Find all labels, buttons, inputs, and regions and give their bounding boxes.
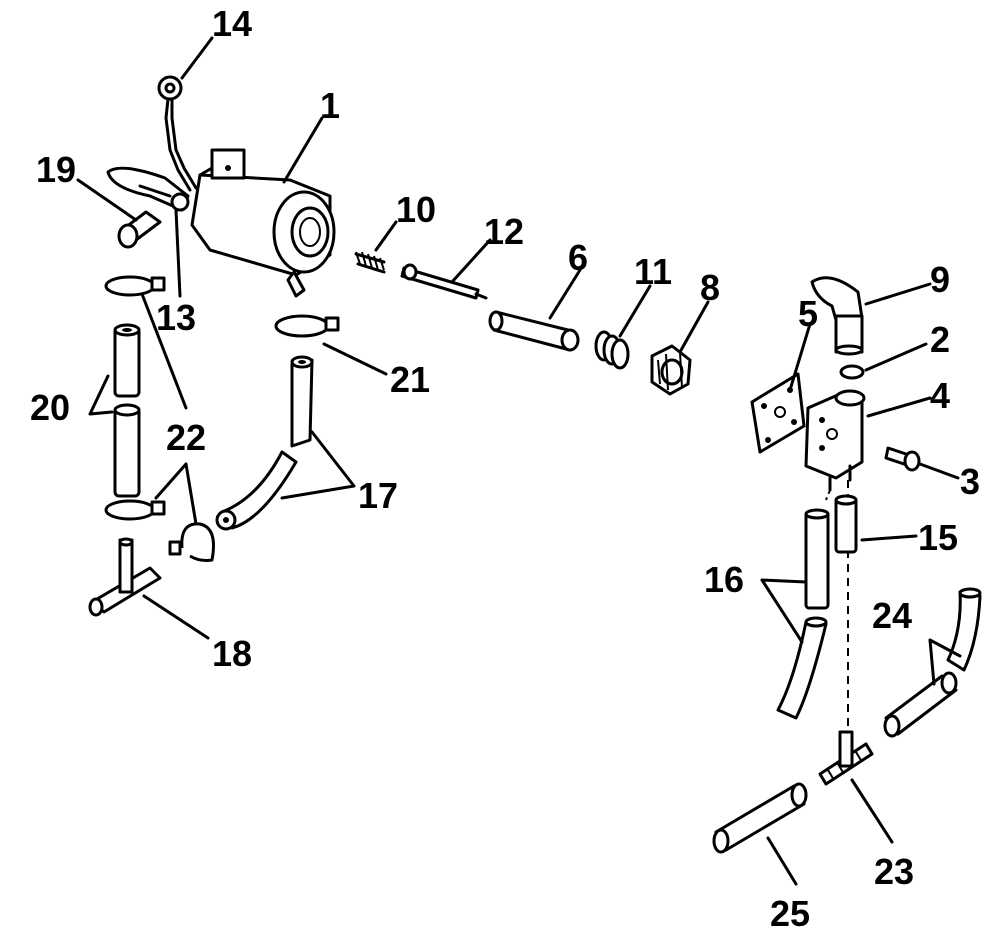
leader-lines [76, 36, 962, 886]
leader-1 [282, 116, 324, 184]
bracket-part [106, 166, 190, 212]
leader-24 [928, 638, 962, 686]
leader-22b [154, 462, 198, 526]
leader-18 [142, 594, 210, 640]
leader-12 [450, 238, 492, 284]
leader-9 [864, 282, 932, 306]
tee-fitting-part-23 [818, 730, 874, 786]
valve-handle-part-9 [810, 276, 864, 356]
label-12: 12 [484, 211, 524, 252]
label-25: 25 [770, 893, 810, 934]
leader-20 [88, 374, 114, 416]
label-8: 8 [700, 267, 720, 308]
hose-part-17-lower [215, 450, 298, 531]
label-22: 22 [166, 417, 206, 458]
clamp-part-open [168, 522, 215, 562]
label-18: 18 [212, 633, 252, 674]
pin-part-12 [400, 263, 488, 300]
label-6: 6 [568, 237, 588, 278]
label-13: 13 [156, 297, 196, 338]
leader-6 [548, 268, 582, 320]
hose-part-17-upper [290, 355, 314, 448]
leader-15 [860, 534, 918, 542]
label-10: 10 [396, 189, 436, 230]
gasket-part-5 [750, 372, 806, 454]
label-4: 4 [930, 375, 950, 416]
leader-2 [864, 342, 928, 372]
label-9: 9 [930, 259, 950, 300]
label-5: 5 [798, 293, 818, 334]
leader-22a [140, 292, 188, 410]
leader-25 [766, 836, 798, 886]
plunger-part-6 [488, 310, 580, 352]
clamp-part-21 [274, 314, 340, 338]
clamp-part-mid [104, 499, 166, 521]
label-1: 1 [320, 85, 340, 126]
label-23: 23 [874, 851, 914, 892]
label-19: 19 [36, 149, 76, 190]
hose-part-15 [834, 494, 858, 554]
leader-11 [618, 284, 652, 338]
spring-part-11 [594, 330, 630, 370]
hose-part-25 [712, 782, 808, 854]
leader-8 [678, 300, 710, 354]
leader-5 [788, 322, 812, 392]
leader-16 [760, 578, 808, 644]
hose-part-24-lower [883, 671, 958, 738]
label-17: 17 [358, 475, 398, 516]
label-11: 11 [634, 251, 672, 292]
leader-3 [918, 462, 960, 480]
label-14: 14 [212, 3, 252, 44]
hose-part-20-lower [113, 403, 141, 498]
label-21: 21 [390, 359, 430, 400]
assembly-guide-short [825, 489, 831, 501]
leader-4 [866, 396, 932, 418]
screw-part-3 [884, 446, 921, 472]
spring-part-10 [354, 251, 386, 274]
leader-19 [76, 178, 138, 222]
valve-body-part-4 [804, 389, 866, 492]
leader-13 [174, 208, 182, 298]
label-3: 3 [960, 461, 980, 502]
clamp-part-top [104, 275, 166, 297]
solenoid-part [190, 148, 336, 298]
screw-part [117, 210, 162, 249]
hose-part-24-upper [946, 587, 982, 672]
hose-part-16-lower [776, 616, 828, 720]
leader-14 [180, 36, 214, 80]
leader-21 [322, 342, 388, 376]
part-labels: 14 1 19 13 10 12 6 11 8 9 2 5 4 3 21 20 … [30, 3, 980, 934]
ground-wire-part [157, 75, 198, 192]
leader-23 [850, 778, 894, 844]
leader-10 [374, 220, 398, 252]
hose-part-16-upper [804, 508, 830, 610]
label-15: 15 [918, 517, 958, 558]
label-16: 16 [704, 559, 744, 600]
label-24: 24 [872, 595, 912, 636]
tee-fitting-part-18 [88, 537, 162, 617]
label-2: 2 [930, 319, 950, 360]
nut-part-8 [650, 344, 692, 396]
leader-17 [280, 430, 356, 500]
hose-part-20-upper [113, 323, 141, 398]
o-ring-part-2 [839, 364, 865, 380]
label-20: 20 [30, 387, 70, 428]
